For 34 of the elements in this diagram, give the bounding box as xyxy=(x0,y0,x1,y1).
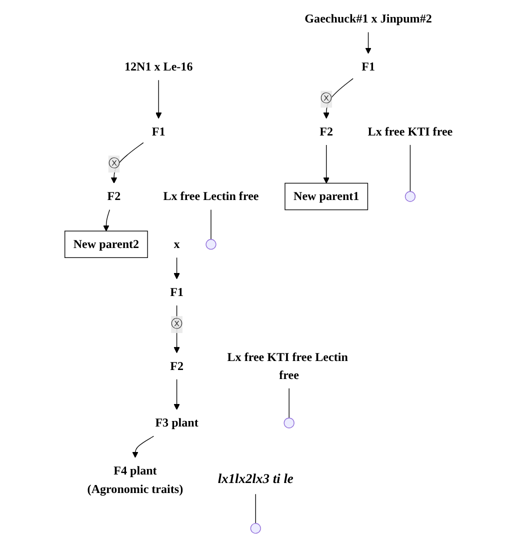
node-text: Gaechuck#1 x Jinpum#2 xyxy=(304,12,432,26)
node-box: New parent1 xyxy=(284,182,368,210)
arrow xyxy=(103,209,110,232)
arrow xyxy=(323,144,330,184)
node-text: x xyxy=(174,237,180,251)
node-text: Lx free KTI free Lectin free xyxy=(227,350,348,382)
node-text: Lx free KTI free xyxy=(368,124,453,138)
node-box: New parent2 xyxy=(64,230,148,258)
arrow xyxy=(174,305,180,354)
node-text: F1 xyxy=(170,285,184,299)
edge-label: ⓧ xyxy=(320,92,332,105)
arrow xyxy=(323,78,354,119)
node-text: F1 xyxy=(152,124,166,138)
node-text: F2 xyxy=(320,124,334,138)
node-text: F3 plant xyxy=(155,416,198,430)
arrow xyxy=(110,142,144,184)
connector xyxy=(288,388,290,418)
arrow xyxy=(155,80,162,119)
node-text: F1 xyxy=(362,60,375,74)
node-text: F2 xyxy=(107,190,121,204)
arrow xyxy=(132,436,154,458)
node-text: Lx free Lectin free xyxy=(163,190,259,204)
edge-label: ⓧ xyxy=(171,318,182,330)
node-text: 12N1 x Le-16 xyxy=(124,60,193,74)
arrow xyxy=(174,257,180,280)
node-text: lx1lx2lx3 ti le xyxy=(218,472,294,487)
connector xyxy=(410,144,411,192)
connector xyxy=(255,494,256,524)
arrow xyxy=(365,32,372,54)
arrow xyxy=(174,379,180,410)
node-text: F4 plant (Agronomic traits) xyxy=(87,464,184,496)
edge-label: ⓧ xyxy=(108,158,120,170)
node-text: F2 xyxy=(170,359,184,373)
connector xyxy=(210,209,212,240)
